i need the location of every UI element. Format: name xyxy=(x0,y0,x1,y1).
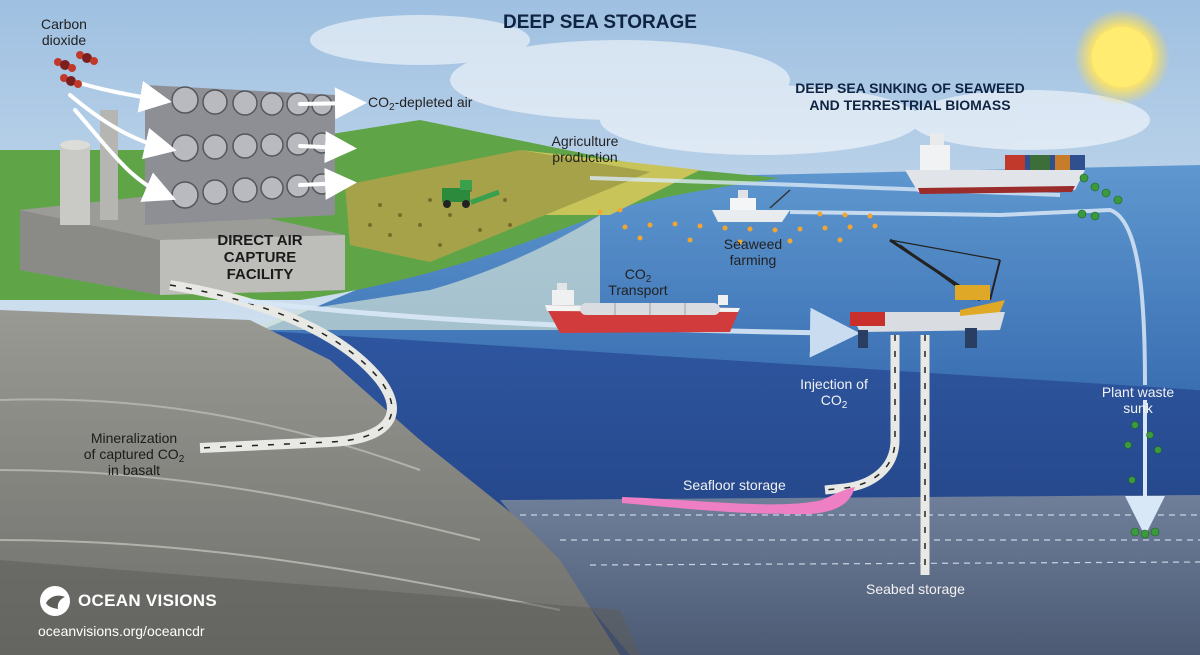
bedrock xyxy=(0,560,640,655)
label-co2-transport: CO2 Transport xyxy=(593,266,683,298)
crop-rows xyxy=(368,188,512,247)
brand-url-link[interactable]: oceanvisions.org/oceancdr xyxy=(38,623,205,639)
label-co2-depleted-air: CO2-depleted air xyxy=(368,94,473,113)
dac-line3: FACILITY xyxy=(226,266,294,283)
label-agriculture-production: Agriculture production xyxy=(525,133,645,165)
harvester-icon xyxy=(442,180,500,208)
plant-waste-line2: sunk xyxy=(1123,400,1153,416)
shoreline xyxy=(250,215,600,330)
co2-depleted-pre: CO xyxy=(368,94,389,110)
plant-waste-line1: Plant waste xyxy=(1101,384,1175,400)
seaweed-farm-buoys xyxy=(597,207,878,245)
brand-block: OCEAN VISIONS xyxy=(38,584,217,618)
seaweed-line2: farming xyxy=(729,252,777,268)
seaweed-line1: Seaweed xyxy=(723,236,783,252)
injection-sub: 2 xyxy=(841,400,848,411)
transport-pre: CO xyxy=(624,266,646,282)
injection-pre: CO xyxy=(820,392,842,408)
injection-platform-icon xyxy=(850,238,1005,348)
label-mineralization: Mineralization of captured CO2 in basalt xyxy=(68,430,200,478)
transport-line2: Transport xyxy=(608,282,668,298)
seafloor-storage-plume xyxy=(622,487,855,515)
injection-line2: CO2 xyxy=(786,392,882,411)
subtitle: DEEP SEA SINKING OF SEAWEED AND TERRESTR… xyxy=(780,80,1040,114)
agriculture-line1: Agriculture xyxy=(551,133,619,149)
transport-sub: 2 xyxy=(645,274,652,285)
injection-pipes xyxy=(824,335,930,575)
dac-line2: CAPTURE xyxy=(223,249,297,266)
crop-field xyxy=(520,150,700,215)
mineral-sub: 2 xyxy=(178,454,185,465)
label-carbon-dioxide-line2: dioxide xyxy=(41,32,87,48)
co2-depleted-sub: 2 xyxy=(389,102,395,113)
label-seabed-storage: Seabed storage xyxy=(866,581,965,597)
page-title: DEEP SEA STORAGE xyxy=(503,12,697,33)
agriculture-line2: production xyxy=(552,149,618,165)
ocean-surface xyxy=(250,165,1200,390)
mineral-pre: of captured CO xyxy=(83,446,179,462)
co2-transport-ship-icon xyxy=(545,283,740,333)
seafloor-strata xyxy=(520,514,1200,566)
sun-core xyxy=(1092,27,1152,87)
label-injection-of-co2: Injection of CO2 xyxy=(786,376,882,411)
injection-line1: Injection of xyxy=(800,376,868,392)
mineral-line3: in basalt xyxy=(107,462,161,478)
plant-waste-icon xyxy=(1077,173,1162,539)
label-carbon-dioxide: Carbon dioxide xyxy=(30,16,98,48)
label-seafloor-storage: Seafloor storage xyxy=(683,477,786,493)
subtitle-line-1: DEEP SEA SINKING OF SEAWEED xyxy=(795,80,1025,96)
rock-strata xyxy=(0,398,561,611)
seafloor-layer xyxy=(500,495,1200,655)
co2-depleted-post: -depleted air xyxy=(394,94,473,110)
mineral-line2: of captured CO2 xyxy=(68,446,200,465)
label-seaweed-farming: Seaweed farming xyxy=(708,236,798,268)
brand-name: OCEAN VISIONS xyxy=(78,591,217,610)
agriculture-field xyxy=(345,150,650,262)
transport-line1: CO2 xyxy=(593,266,683,285)
ocean-visions-logo-icon xyxy=(40,586,70,616)
mineral-line1: Mineralization xyxy=(90,430,178,446)
label-direct-air-capture-facility: DIRECT AIR CAPTURE FACILITY xyxy=(205,232,315,283)
clouds xyxy=(310,15,1150,155)
subtitle-line-2: AND TERRESTRIAL BIOMASS xyxy=(809,97,1011,113)
seaweed-boat-icon xyxy=(712,189,791,222)
ground-cross-section xyxy=(0,310,620,655)
label-plant-waste-sunk: Plant waste sunk xyxy=(1088,384,1188,416)
seaweed-route xyxy=(789,207,1147,386)
dac-line1: DIRECT AIR xyxy=(217,232,303,249)
label-carbon-dioxide-line1: Carbon xyxy=(41,16,87,32)
co2-molecules-icon xyxy=(54,51,98,88)
transport-route-arrow xyxy=(239,297,860,358)
cargo-ship-icon xyxy=(905,133,1085,194)
